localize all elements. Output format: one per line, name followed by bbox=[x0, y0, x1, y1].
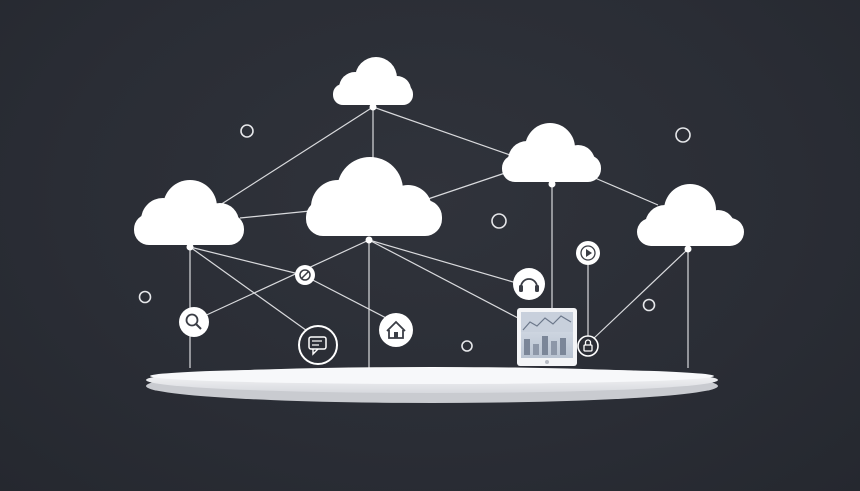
connector-line bbox=[239, 210, 311, 219]
decorative-ring bbox=[642, 298, 656, 312]
connector-line bbox=[424, 171, 509, 201]
cloud-top bbox=[333, 57, 413, 105]
decorative-rings bbox=[138, 124, 691, 352]
clouds bbox=[134, 57, 744, 246]
cloud-far-right bbox=[637, 184, 744, 246]
connector-line bbox=[594, 177, 659, 206]
connector-line bbox=[591, 248, 689, 341]
platform bbox=[146, 367, 718, 403]
node-dot bbox=[365, 236, 373, 244]
connector-lines bbox=[189, 106, 689, 368]
decorative-ring bbox=[138, 290, 152, 304]
cloud-left bbox=[134, 180, 244, 245]
connector-line bbox=[368, 239, 521, 285]
connector-line bbox=[372, 106, 511, 156]
play-icon bbox=[576, 241, 600, 265]
headphones-icon bbox=[513, 268, 545, 300]
node-dot bbox=[548, 180, 556, 188]
decorative-ring bbox=[491, 213, 507, 229]
magnifier-icon bbox=[179, 307, 209, 337]
node-dot bbox=[186, 243, 194, 251]
decorative-ring bbox=[675, 127, 691, 143]
cloud-right-upper bbox=[502, 123, 601, 182]
connector-line bbox=[302, 274, 391, 321]
laptop-icon bbox=[517, 308, 577, 366]
lock-icon bbox=[577, 335, 599, 357]
node-dots bbox=[186, 103, 692, 253]
decorative-ring bbox=[240, 124, 254, 138]
node-dot bbox=[369, 103, 377, 111]
connector-line bbox=[219, 106, 374, 206]
node-dot bbox=[684, 245, 692, 253]
connector-line bbox=[189, 246, 311, 334]
house-icon bbox=[379, 313, 413, 347]
connector-line bbox=[199, 239, 370, 319]
connector-line bbox=[368, 239, 519, 319]
cloud-center bbox=[306, 157, 442, 236]
decorative-ring bbox=[461, 340, 473, 352]
chat-bubble-icon bbox=[298, 325, 338, 365]
connector-line bbox=[189, 246, 304, 276]
no-signal-icon bbox=[295, 265, 315, 285]
